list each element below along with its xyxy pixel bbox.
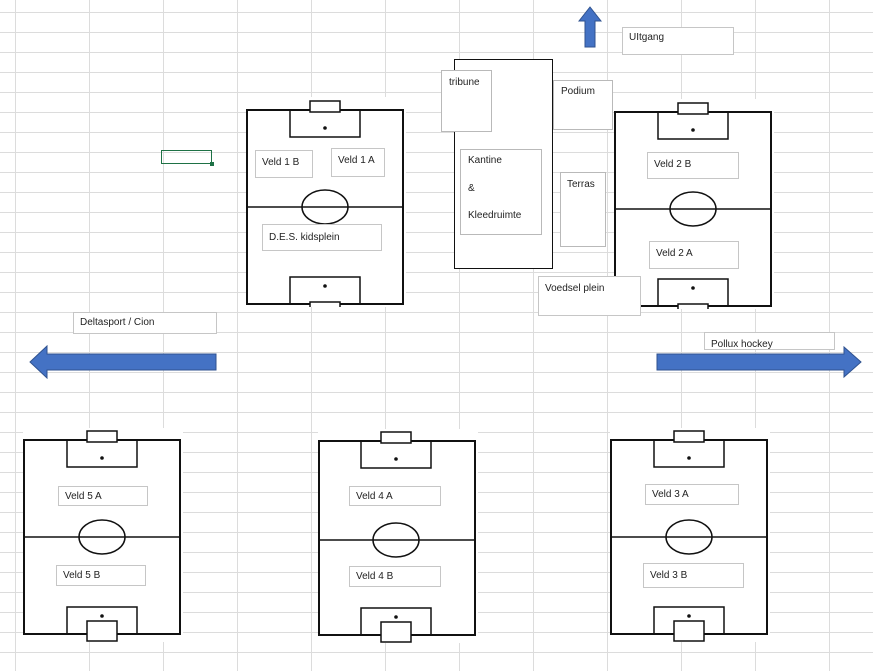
- terras-box: [560, 172, 606, 247]
- field-veld-1: Veld 1 B Veld 1 A D.E.S. kidsplein: [246, 97, 406, 307]
- kleedruimte-label: Kleedruimte: [468, 210, 522, 221]
- veld-3-a-label: Veld 3 A: [645, 484, 739, 505]
- pitch-diagram: [246, 100, 404, 307]
- field-veld-3: Veld 3 A Veld 3 B: [610, 428, 770, 642]
- tribune-box: [441, 70, 492, 132]
- kantine-label: Kantine: [468, 155, 502, 166]
- veld-3-b-label: Veld 3 B: [643, 563, 744, 588]
- kantine-box: [460, 149, 542, 235]
- terras-label: Terras: [567, 179, 595, 190]
- veld-2-a-label: Veld 2 A: [649, 241, 739, 269]
- selected-cell[interactable]: [161, 150, 214, 166]
- pitch-diagram: [318, 431, 476, 643]
- arrow-left-icon: [29, 345, 217, 379]
- arrow-up-icon: [578, 6, 602, 48]
- veld-5-a-label: Veld 5 A: [58, 486, 148, 506]
- uitgang-label: UItgang: [622, 27, 734, 55]
- field-veld-5: Veld 5 A Veld 5 B: [23, 428, 183, 642]
- pollux-label: Pollux hockey: [704, 332, 835, 350]
- field-veld-2: Veld 2 B Veld 2 A: [614, 99, 774, 309]
- veld-1-b-label: Veld 1 B: [255, 150, 313, 178]
- ampersand-label: &: [468, 183, 475, 194]
- veld-4-b-label: Veld 4 B: [349, 566, 441, 587]
- pitch-diagram: [614, 102, 772, 309]
- arrow-right-icon: [656, 346, 862, 378]
- kidsplein-label: D.E.S. kidsplein: [262, 224, 382, 251]
- tribune-label: tribune: [449, 77, 480, 88]
- deltasport-label: Deltasport / Cion: [73, 312, 217, 334]
- veld-2-b-label: Veld 2 B: [647, 152, 739, 179]
- field-veld-4: Veld 4 A Veld 4 B: [318, 429, 478, 643]
- podium-label: Podium: [561, 86, 595, 97]
- veld-1-a-label: Veld 1 A: [331, 148, 385, 177]
- pitch-diagram: [610, 430, 768, 642]
- voedsel-plein-label: Voedsel plein: [538, 276, 641, 316]
- veld-4-a-label: Veld 4 A: [349, 486, 441, 506]
- pitch-diagram: [23, 430, 181, 642]
- veld-5-b-label: Veld 5 B: [56, 565, 146, 586]
- podium-box: [553, 80, 613, 130]
